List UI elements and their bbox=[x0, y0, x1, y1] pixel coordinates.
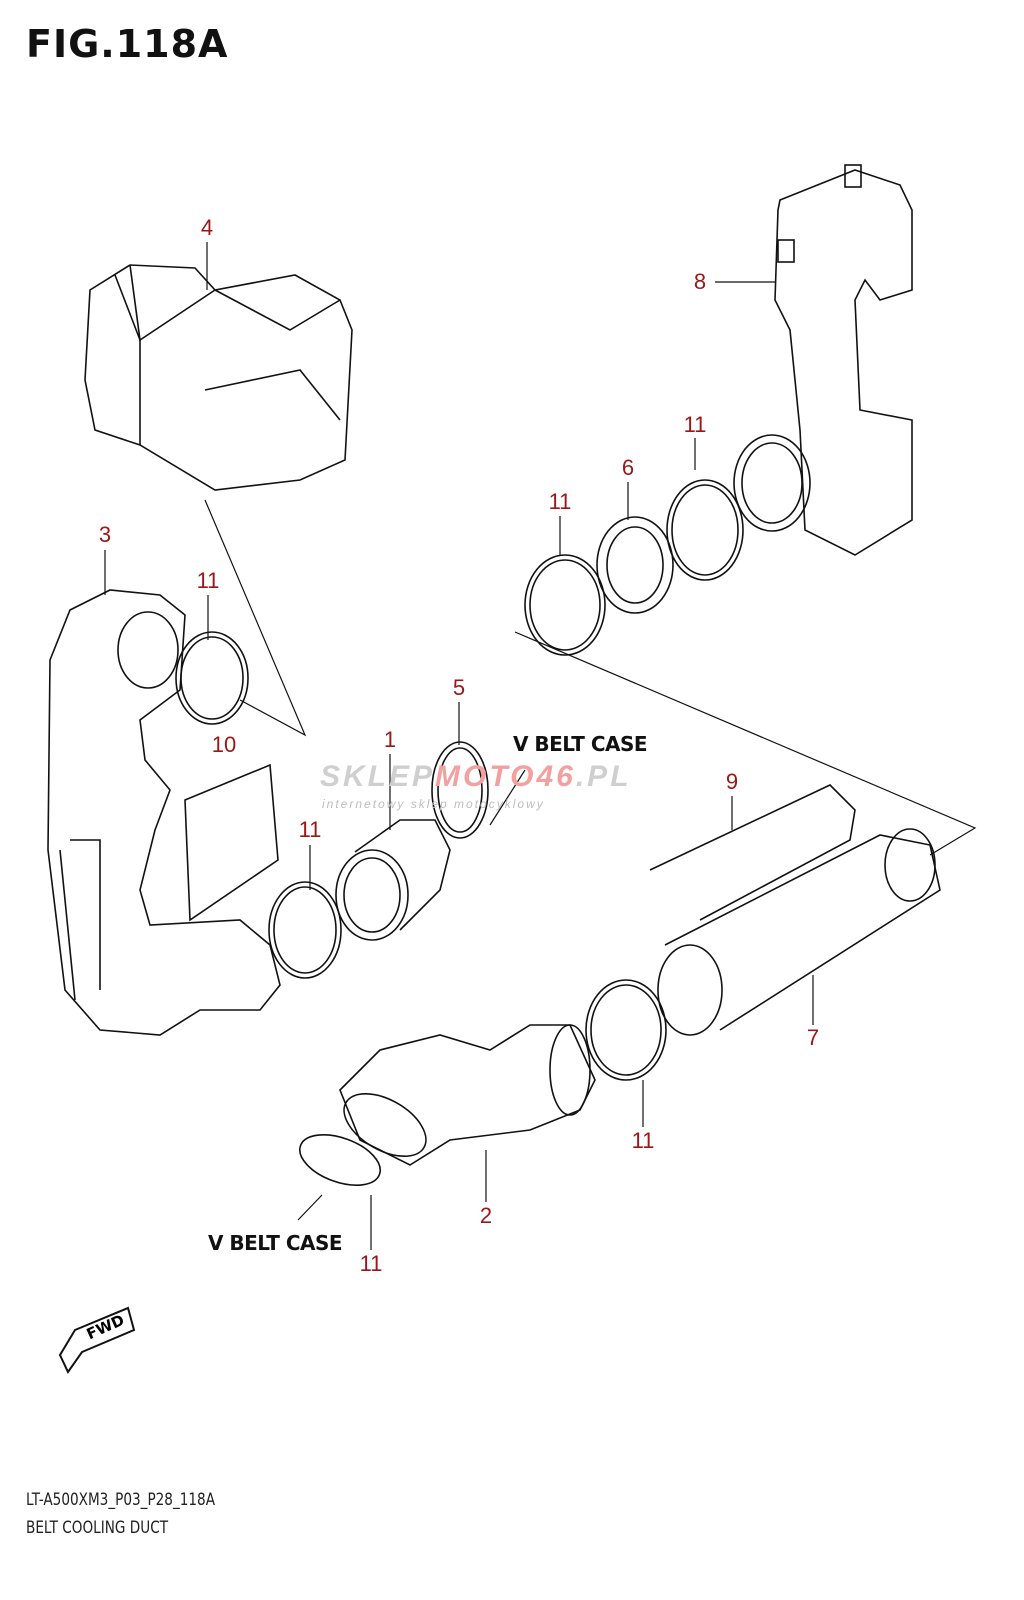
part-9-7-tubes bbox=[649, 784, 941, 1036]
callout-11: 11 bbox=[196, 568, 220, 593]
callout-11: 11 bbox=[683, 412, 707, 437]
callout-11: 11 bbox=[359, 1251, 383, 1276]
clamp-rings bbox=[175, 479, 744, 1186]
callout-11: 11 bbox=[298, 817, 322, 842]
v-belt-case-label: V BELT CASE bbox=[207, 1231, 343, 1255]
part-4-cover bbox=[84, 264, 353, 491]
leader-lines bbox=[104, 242, 977, 1250]
callout-10: 10 bbox=[211, 732, 237, 757]
callout-11: 11 bbox=[548, 489, 572, 514]
part-1-boot bbox=[335, 819, 451, 941]
part-8-duct bbox=[733, 164, 913, 556]
part-2-hose bbox=[339, 1024, 596, 1166]
footer-name: BELT COOLING DUCT bbox=[26, 1518, 169, 1538]
callout-8: 8 bbox=[693, 269, 707, 294]
watermark-subtitle: internetowy sklep motocyklowy bbox=[322, 797, 545, 811]
callout-1: 1 bbox=[383, 727, 397, 752]
callout-9: 9 bbox=[725, 769, 739, 794]
callout-6: 6 bbox=[621, 455, 635, 480]
footer-code: LT-A500XM3_P03_P28_118A bbox=[26, 1490, 216, 1510]
callout-7: 7 bbox=[806, 1025, 820, 1050]
v-belt-case-label: V BELT CASE bbox=[512, 732, 648, 756]
callout-5: 5 bbox=[452, 675, 466, 700]
callout-2: 2 bbox=[479, 1203, 493, 1228]
callout-11: 11 bbox=[631, 1128, 655, 1153]
callout-3: 3 bbox=[98, 522, 112, 547]
part-10-plate bbox=[184, 763, 279, 922]
part-3-duct bbox=[47, 589, 281, 1036]
callout-4: 4 bbox=[200, 215, 214, 240]
watermark: SKLEPMOTO46.PL bbox=[320, 760, 632, 793]
fwd-arrow-icon bbox=[58, 1306, 136, 1374]
figure-title: FIG.118A bbox=[26, 22, 229, 66]
